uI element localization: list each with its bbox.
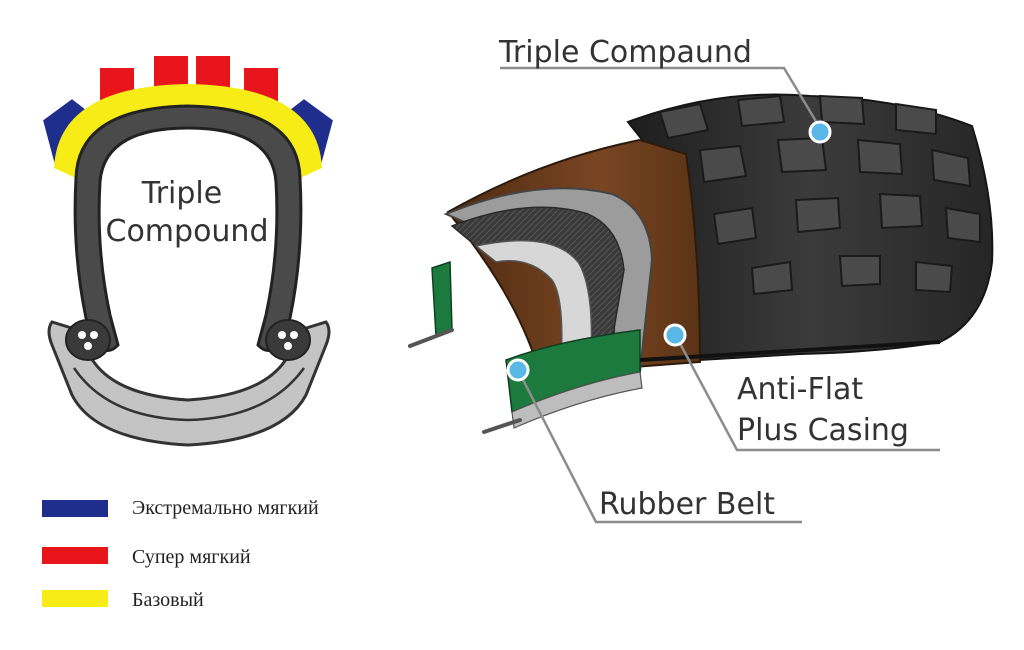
base-compound — [54, 84, 322, 178]
legend: Экстремально мягкий Супер мягкий Базовый — [42, 497, 319, 611]
bead-wire-lower — [482, 418, 522, 434]
cross-section-label-line1: Triple — [141, 176, 222, 211]
callout-label-casing-line1: Anti-Flat — [737, 372, 863, 407]
marker-anti-flat-casing — [663, 323, 687, 347]
callout-rubber-belt: Rubber Belt — [506, 358, 802, 524]
legend-label-super-soft: Супер мягкий — [132, 546, 251, 568]
legend-swatch-super-soft — [42, 547, 108, 564]
marker-triple-compound — [808, 120, 832, 144]
bead-wire-upper — [408, 328, 454, 348]
legend-label-extra-soft: Экстремально мягкий — [132, 497, 319, 519]
callout-triple-compound: Triple Compaund — [498, 35, 832, 144]
rubber-belt-upper — [431, 260, 453, 338]
right-bead — [265, 319, 311, 361]
tire-cutaway — [408, 93, 994, 434]
legend-label-base: Базовый — [132, 589, 204, 611]
cross-section-label-line2: Compound — [106, 214, 269, 249]
marker-rubber-belt — [506, 358, 530, 382]
tire-cross-section: Triple Compound — [40, 56, 336, 447]
left-bead — [65, 319, 111, 361]
legend-swatch-base — [42, 590, 108, 607]
callout-label-casing-line2: Plus Casing — [737, 413, 909, 448]
tread-knobs — [658, 94, 981, 296]
callout-label-rubber-belt: Rubber Belt — [599, 487, 775, 522]
legend-swatch-extra-soft — [42, 500, 108, 517]
callout-label-triple-compound: Triple Compaund — [498, 35, 752, 70]
callout-anti-flat-casing: Anti-Flat Plus Casing — [663, 323, 940, 452]
rim — [47, 320, 331, 447]
